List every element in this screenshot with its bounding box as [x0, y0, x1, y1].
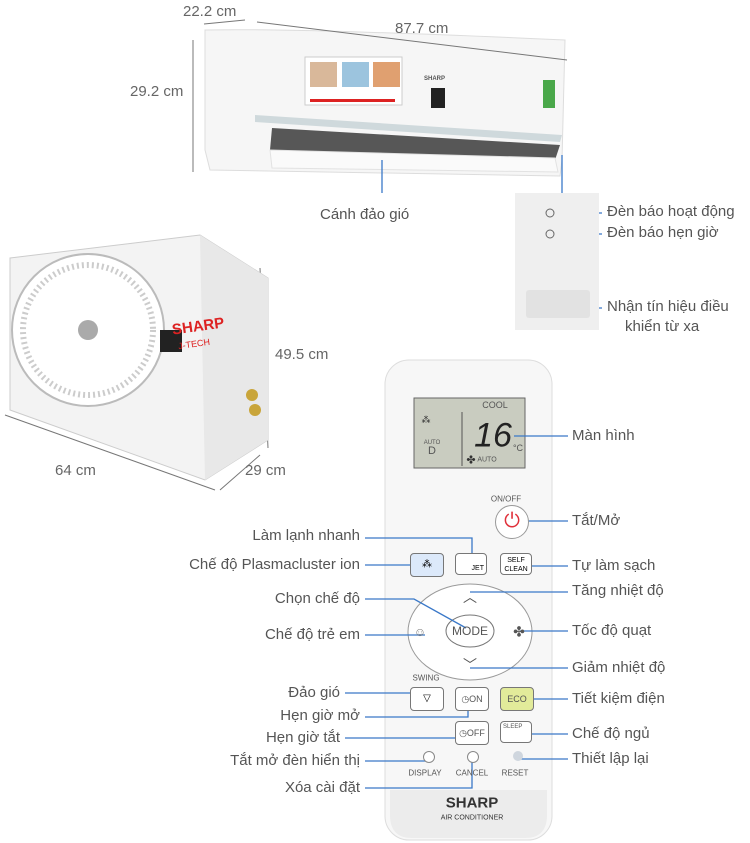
indoor-depth: 22.2 cm	[183, 3, 237, 20]
plasmacluster-icon: ⁂	[421, 414, 431, 425]
screen-temp: 16	[474, 416, 512, 455]
plasmacluster-button[interactable]: ⁂	[410, 553, 444, 577]
label-child: Chế độ trẻ em	[264, 626, 360, 643]
display-label: DISPLAY	[408, 768, 442, 778]
swing-label: SWING	[412, 673, 440, 683]
label-self-clean: Tự làm sạch	[572, 557, 656, 574]
label-timer-off: Hẹn giờ tắt	[265, 729, 340, 746]
timer-on-button[interactable]: ◷ON	[455, 687, 489, 711]
outdoor-unit	[9, 234, 269, 481]
jet-button[interactable]: JET	[455, 553, 487, 575]
outdoor-height: 49.5 cm	[275, 346, 329, 363]
screen-mode: COOL	[482, 400, 508, 410]
reset-label: RESET	[501, 768, 529, 778]
dimension-arrows	[4, 19, 568, 491]
receiver-label-1: Nhận tín hiệu điều	[607, 298, 729, 315]
cancel-label: CANCEL	[455, 768, 489, 778]
outdoor-width: 64 cm	[55, 462, 96, 479]
self-clean-button[interactable]: SELF CLEAN	[500, 553, 532, 575]
cancel-button[interactable]	[467, 751, 479, 763]
indoor-width: 87.7 cm	[395, 20, 449, 37]
self-clean-label-1: SELF	[507, 557, 525, 564]
indoor-height: 29.2 cm	[130, 83, 184, 100]
label-jet: Làm lạnh nhanh	[252, 527, 360, 544]
louver-label: Cánh đảo gió	[320, 206, 410, 223]
indoor-brand: SHARP	[424, 76, 446, 82]
label-sleep: Chế độ ngủ	[572, 725, 650, 742]
receiver-label-2: khiển từ xa	[625, 318, 700, 335]
temp-up-button[interactable]: ︿	[463, 589, 477, 605]
timer-on-label: ON	[469, 694, 483, 704]
power-button[interactable]: ⏻	[495, 505, 529, 539]
timer-off-label: OFF	[466, 728, 485, 738]
label-plasmacluster: Chế độ Plasmacluster ion	[189, 556, 360, 573]
timer-off-button[interactable]: ◷OFF	[455, 721, 489, 745]
label-temp-down: Giảm nhiệt độ	[572, 659, 666, 676]
on-off-label: ON/OFF	[490, 494, 522, 504]
remote-body	[384, 359, 553, 841]
label-eco: Tiết kiệm điện	[572, 690, 665, 707]
label-cancel: Xóa cài đặt	[284, 779, 360, 796]
mode-button[interactable]: MODE	[452, 624, 488, 638]
indoor-unit	[204, 29, 566, 177]
screen-unit: °C	[512, 443, 524, 453]
outdoor-depth: 29 cm	[245, 462, 286, 479]
label-reset: Thiết lập lại	[572, 750, 649, 767]
label-swing: Đảo gió	[288, 684, 340, 701]
swing-indicator-icon: D	[428, 445, 436, 457]
self-clean-label-2: CLEAN	[504, 566, 528, 573]
indoor-display-panel	[515, 193, 599, 330]
timer-led-label: Đèn báo hẹn giờ	[607, 224, 719, 241]
fan-speed-button[interactable]: ✤	[513, 623, 525, 640]
reset-button[interactable]	[513, 751, 523, 761]
label-mode: Chọn chế độ	[274, 590, 360, 607]
screen-fan: AUTO	[477, 456, 497, 464]
temp-down-button[interactable]: ﹀	[463, 657, 477, 673]
power-led-label: Đèn báo hoạt động	[607, 203, 735, 220]
label-timer-on: Hẹn giờ mở	[280, 707, 360, 724]
remote-brand: SHARP	[445, 794, 499, 812]
child-mode-button[interactable]: ☺	[413, 625, 427, 639]
display-button[interactable]	[423, 751, 435, 763]
sleep-button[interactable]: SLEEP	[500, 721, 532, 743]
label-fan-speed: Tốc độ quạt	[572, 622, 652, 639]
remote-subtitle: AIR CONDITIONER	[440, 814, 504, 822]
label-screen: Màn hình	[572, 427, 635, 444]
fan-icon: ✤	[466, 454, 476, 467]
swing-button[interactable]: ▽	[410, 687, 444, 711]
screen-swing: AUTO	[423, 440, 441, 446]
eco-button[interactable]: ECO	[500, 687, 534, 711]
label-power: Tắt/Mở	[572, 512, 621, 529]
label-temp-up: Tăng nhiệt độ	[572, 582, 664, 599]
label-display: Tắt mở đèn hiển thị	[230, 752, 360, 769]
